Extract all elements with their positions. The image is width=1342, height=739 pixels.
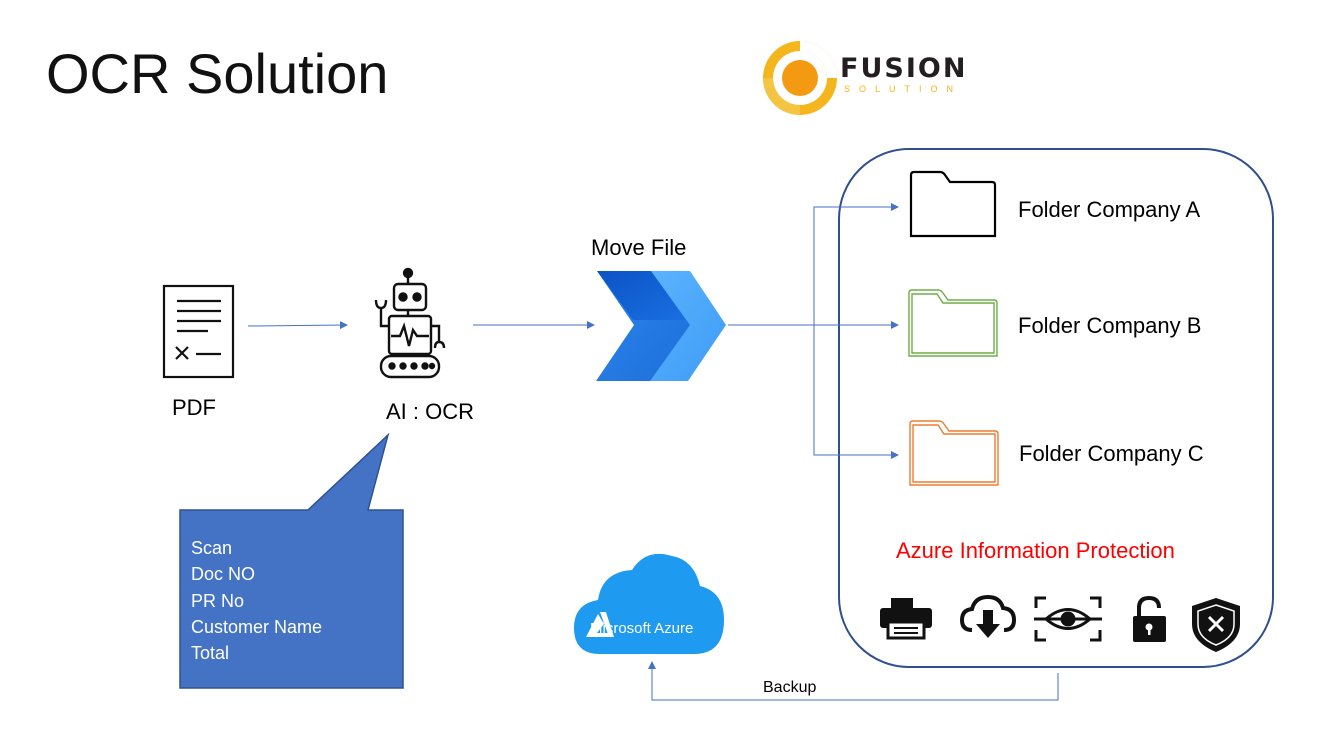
eye-scan-icon — [1034, 596, 1102, 642]
cloud-download-icon — [959, 594, 1017, 638]
logo-subtitle: SOLUTION — [844, 84, 963, 94]
folder-company-b-icon — [908, 289, 998, 357]
protection-container — [838, 148, 1274, 668]
arrow-to-folder-a — [813, 203, 899, 325]
protection-title: Azure Information Protection — [896, 538, 1175, 563]
folder-company-c-label: Folder Company C — [1019, 441, 1204, 466]
callout-item: Scan — [191, 538, 233, 558]
azure-logo-icon — [586, 612, 614, 637]
folder-company-a-icon — [909, 170, 997, 238]
power-automate-icon — [596, 271, 726, 381]
pdf-document-icon — [162, 284, 235, 379]
fusion-logo: FUSION SOLUTION — [840, 53, 968, 95]
robot-icon — [374, 267, 446, 379]
callout-item: Customer Name — [191, 616, 323, 637]
fusion-logo-icon — [763, 41, 837, 115]
arrow-pdf-to-ocr — [247, 321, 348, 330]
callout-item: PR No — [191, 590, 245, 611]
unlock-icon — [1133, 595, 1166, 642]
move-file-label: Move File — [591, 235, 687, 260]
folder-company-a-label: Folder Company A — [1018, 197, 1201, 222]
callout-box — [179, 432, 404, 689]
pdf-label: PDF — [172, 395, 216, 420]
arrow-backup — [648, 661, 1059, 701]
azure-cloud-icon — [574, 553, 724, 654]
backup-label: Backup — [763, 679, 817, 696]
shield-x-icon — [1192, 598, 1240, 652]
ocr-label: AI : OCR — [386, 399, 475, 424]
azure-label: Microsoft Azure — [590, 620, 694, 637]
folder-company-c-icon — [909, 420, 999, 486]
callout-item: Total — [191, 643, 230, 664]
arrow-to-folder-c — [813, 325, 899, 459]
callout-list: Scan Doc NO PR No Customer Name Total — [191, 535, 322, 666]
logo-name: FUSION — [840, 53, 968, 84]
callout-item: Doc NO — [191, 564, 256, 585]
printer-icon — [880, 598, 932, 640]
page-title: OCR Solution — [46, 42, 389, 105]
folder-company-b-label: Folder Company B — [1018, 313, 1202, 338]
